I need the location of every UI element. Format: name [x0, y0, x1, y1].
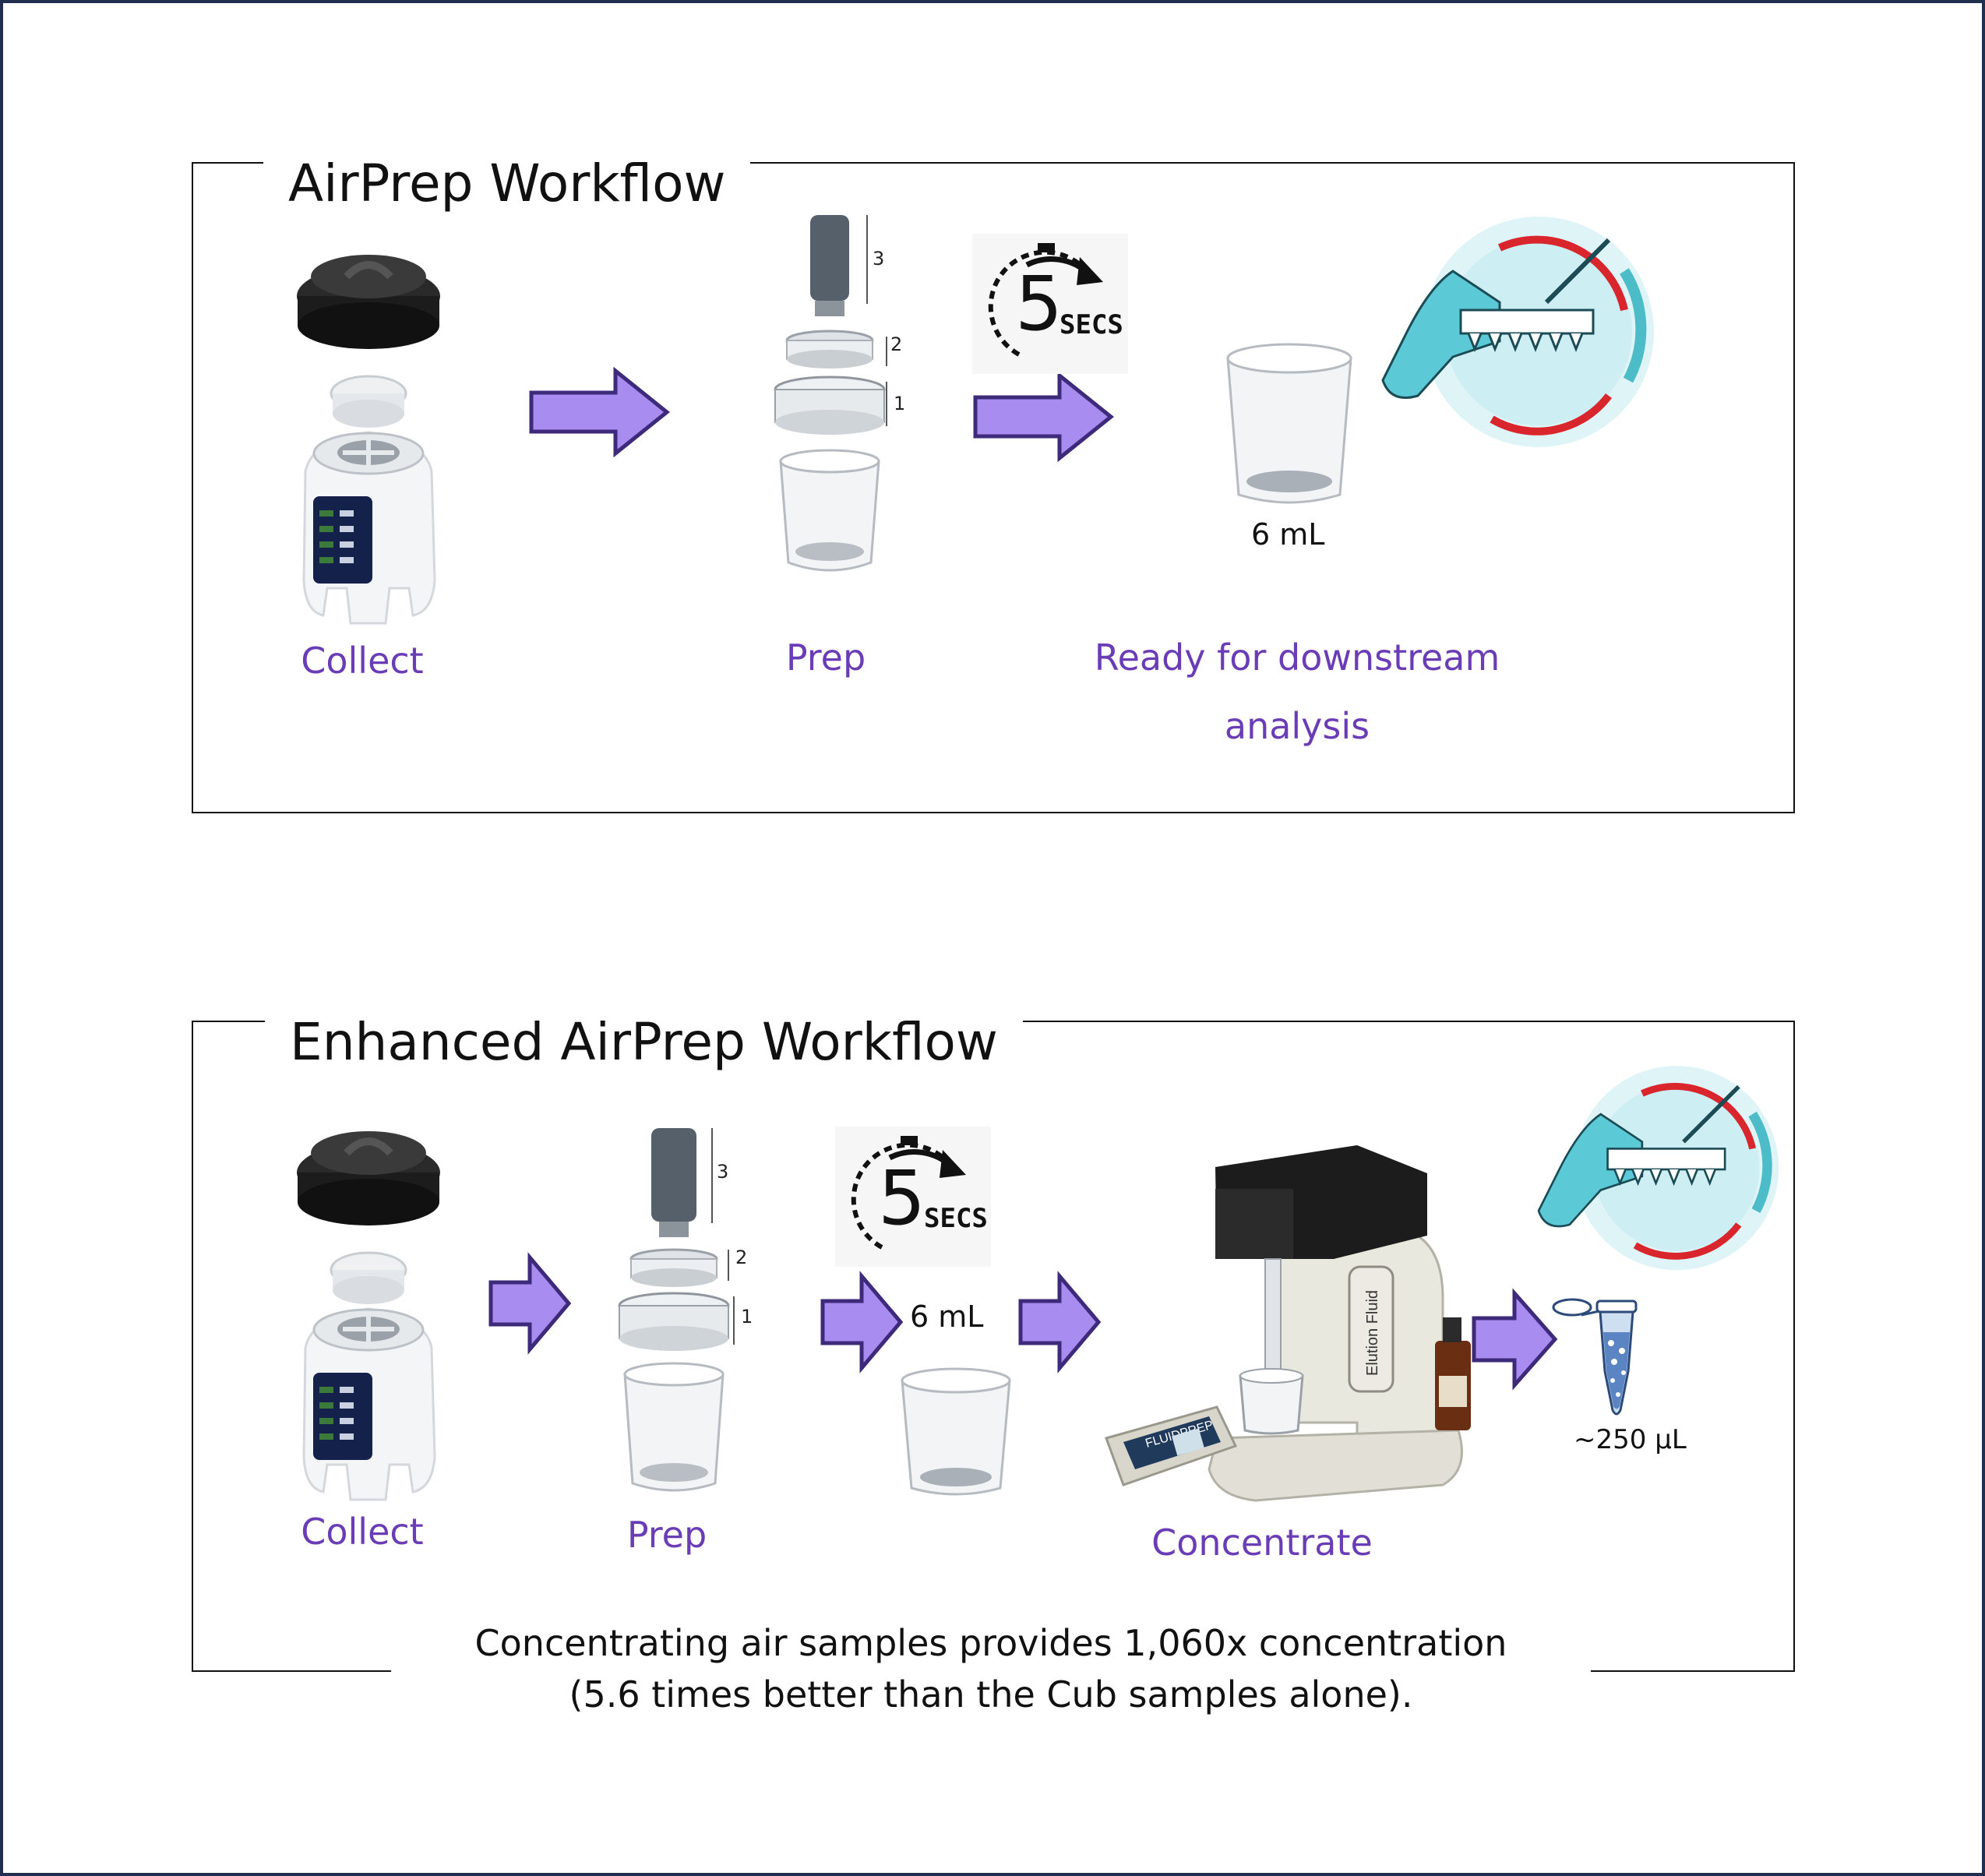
stack-number-2: 2 [735, 1247, 748, 1268]
arrow-right-icon [820, 1271, 904, 1374]
arrow-right-icon [488, 1252, 572, 1355]
filter-stack-icon [774, 215, 887, 572]
step-prep-label: Prep [785, 636, 866, 679]
timer-number: 5 [1015, 260, 1063, 347]
timer-number: 5 [878, 1155, 926, 1242]
arrow-right-icon [1018, 1271, 1102, 1374]
arrow-right-icon [973, 371, 1114, 463]
volume-label: 6 mL [910, 1299, 984, 1334]
volume-label: 6 mL [1251, 517, 1325, 552]
step-prep-label: Prep [626, 1514, 707, 1556]
caption-line-1: Concentrating air samples provides 1,060… [474, 1622, 1507, 1664]
cup-icon [901, 1367, 1011, 1496]
step-ready-label-line2: analysis [1224, 705, 1370, 747]
cup-icon [1226, 343, 1352, 504]
concentrator-device-icon: Elution Fluid FLUIDPREP [1105, 1145, 1471, 1502]
timer-icon [972, 234, 1128, 374]
timer-icon [835, 1127, 991, 1267]
panel-airprep-workflow [192, 162, 1795, 813]
stack-number-1: 1 [894, 393, 906, 414]
timer-unit: SECS [924, 1203, 988, 1234]
step-collect-label: Collect [301, 640, 424, 682]
panel-title: AirPrep Workflow [263, 153, 751, 215]
step-concentrate-label: Concentrate [1151, 1522, 1373, 1564]
step-ready-label: Ready for downstream [1094, 636, 1500, 679]
concentration-caption: Concentrating air samples provides 1,060… [391, 1617, 1591, 1720]
cub-sampler-icon [297, 1131, 440, 1501]
pcr-plate-glove-icon [1537, 1066, 1779, 1271]
caption-line-2: (5.6 times better than the Cub samples a… [569, 1673, 1413, 1716]
step-collect-label: Collect [301, 1511, 424, 1553]
timer-unit: SECS [1059, 309, 1123, 340]
arrow-right-icon [529, 366, 670, 458]
cub-sampler-icon [297, 255, 440, 625]
filter-stack-icon [618, 1128, 735, 1492]
stack-number-1: 1 [741, 1306, 753, 1328]
arrow-right-icon [1472, 1288, 1558, 1391]
sample-tube-icon [1552, 1298, 1638, 1416]
final-volume-label: ~250 µL [1574, 1424, 1687, 1455]
pcr-plate-glove-icon [1381, 217, 1654, 447]
stack-number-2: 2 [890, 333, 903, 355]
cartridge-label: Elution Fluid [1364, 1290, 1381, 1376]
panel-title: Enhanced AirPrep Workflow [265, 1011, 1023, 1074]
stack-number-3: 3 [873, 248, 885, 270]
stack-number-3: 3 [717, 1161, 729, 1183]
